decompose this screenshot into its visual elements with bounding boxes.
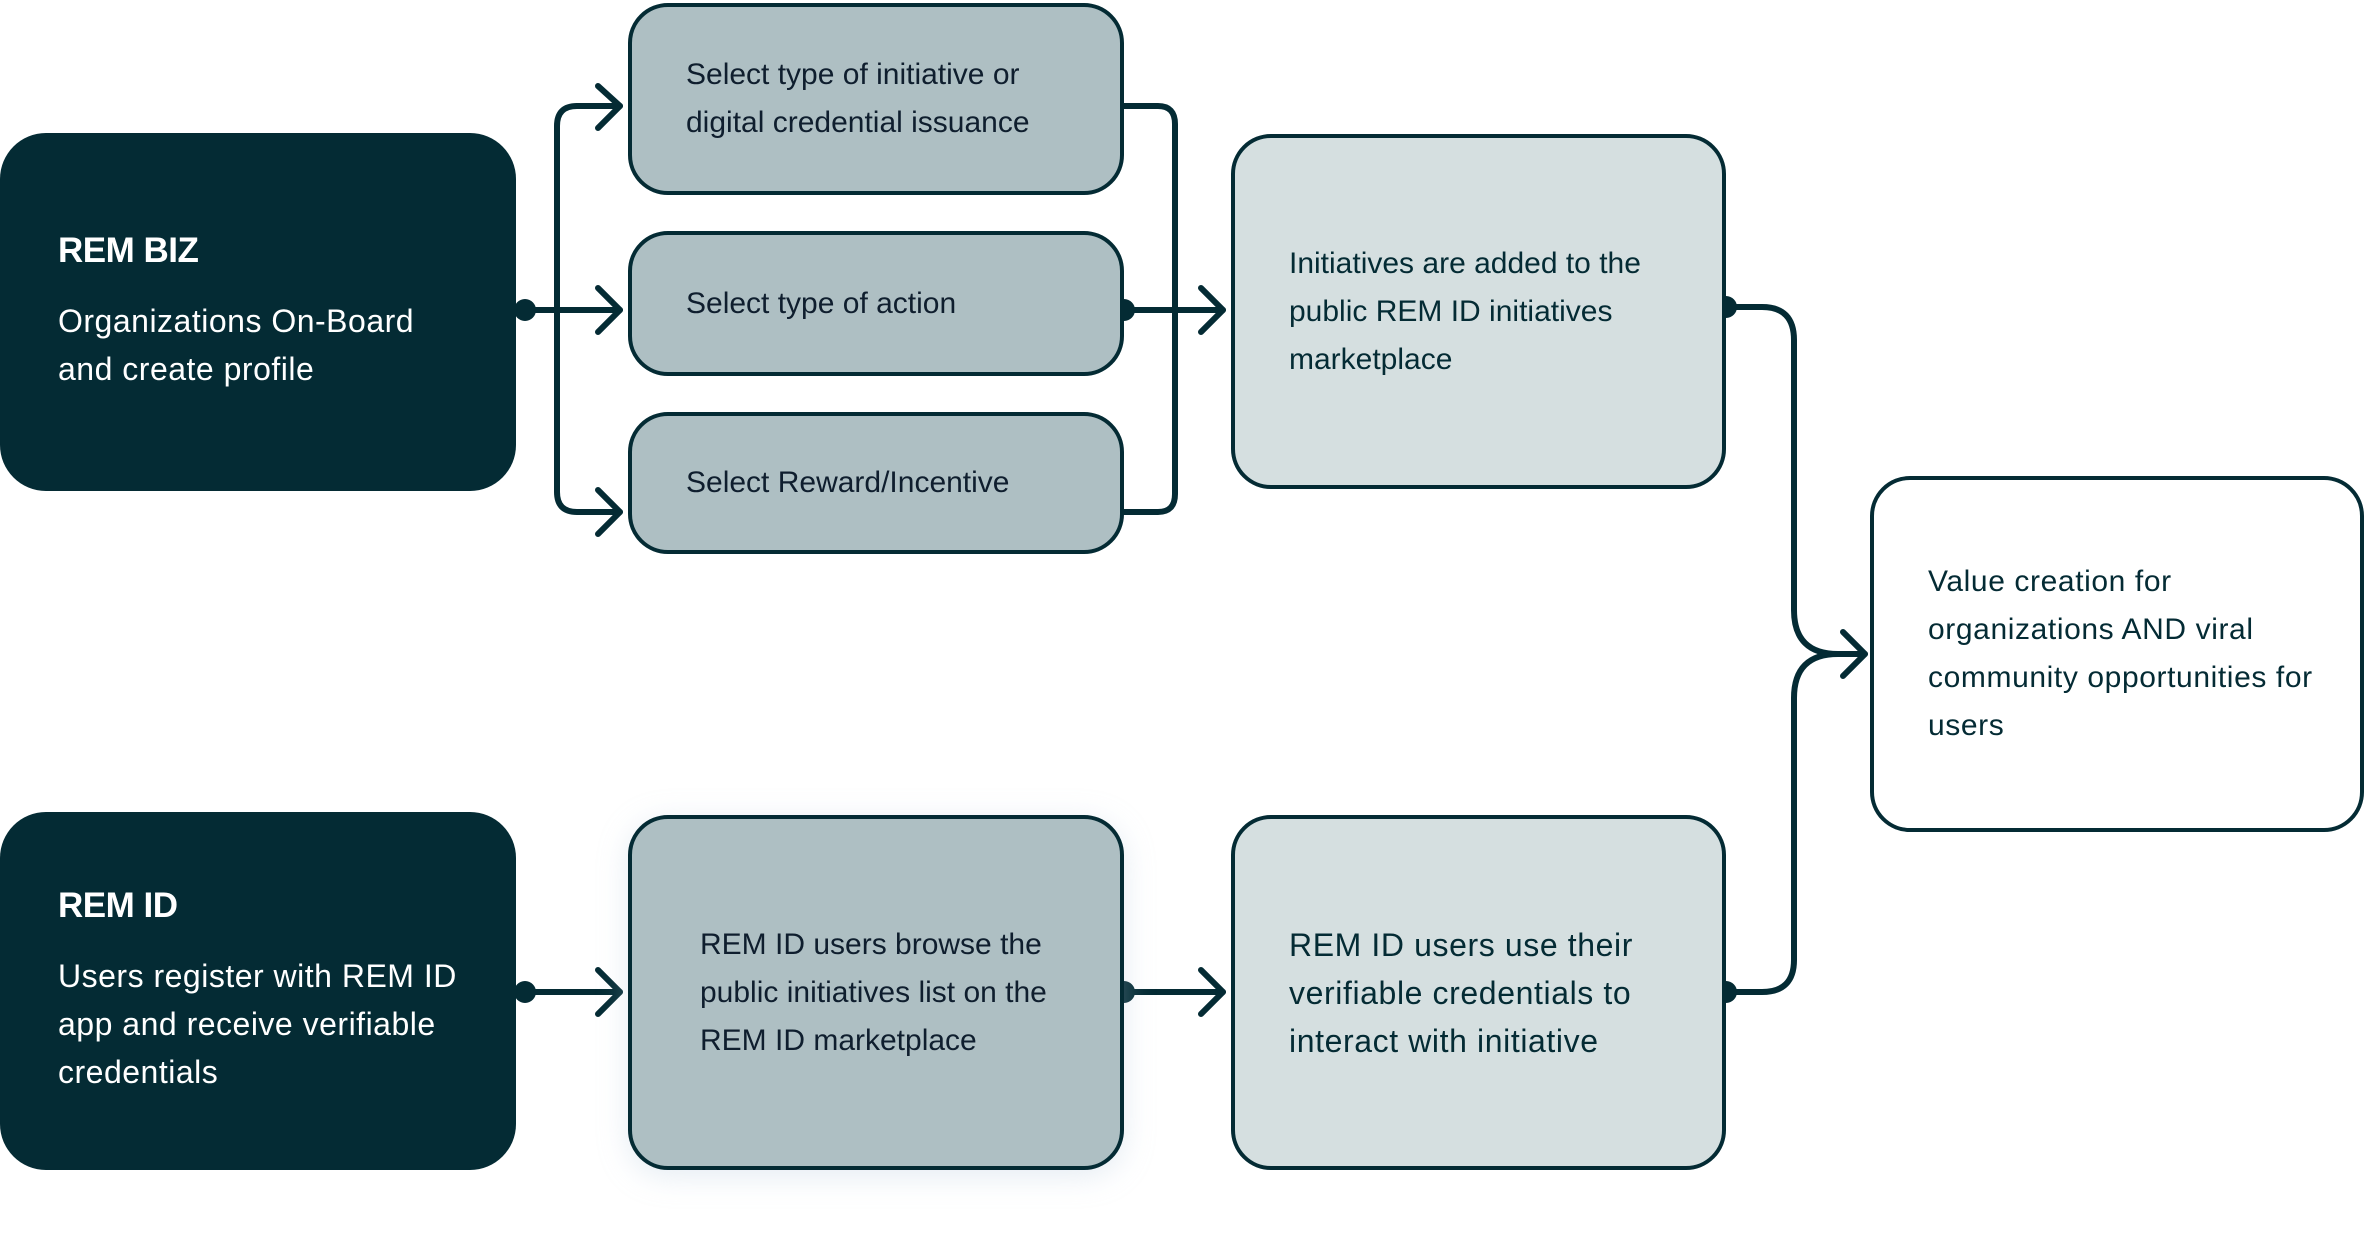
step-action-type-text: Select type of action: [686, 286, 957, 320]
rem-biz-description: Organizations On-Board and create profil…: [58, 303, 415, 387]
step-initiative-type-box: Select type of initiative or digital cre…: [628, 3, 1124, 195]
rem-id-title: REM ID: [58, 886, 178, 925]
dot-remid-out-icon: [514, 981, 536, 1003]
step-action-type-box: Select type of action: [628, 231, 1124, 376]
rem-biz-title: REM BIZ: [58, 231, 199, 270]
connector-marketplace-to-outcome: [1723, 304, 1868, 657]
arrowhead-action-icon: [595, 285, 623, 335]
arrowhead-browse-icon: [595, 967, 623, 1017]
arrowhead-marketplace-icon: [1198, 285, 1226, 335]
dot-biz-out-icon: [514, 299, 536, 321]
arrowhead-use-icon: [1198, 967, 1226, 1017]
browse-box: REM ID users browse the public initiativ…: [628, 815, 1124, 1170]
use-credentials-box: REM ID users use their verifiable creden…: [1231, 815, 1726, 1170]
rem-biz-box: REM BIZ Organizations On-Board and creat…: [0, 133, 516, 491]
connector-use-to-outcome: [1723, 651, 1841, 995]
browse-text: REM ID users browse the public initiativ…: [700, 927, 1047, 1057]
arrowhead-outcome-icon: [1840, 629, 1868, 679]
outcome-box: Value creation for organizations AND vir…: [1870, 476, 2364, 832]
step-initiative-type-text: Select type of initiative or digital cre…: [686, 58, 1030, 139]
use-credentials-text: REM ID users use their verifiable creden…: [1289, 926, 1633, 1059]
arrowhead-initiative-icon: [595, 83, 623, 131]
connector-biz-branch-vertical: [554, 103, 623, 515]
rem-id-box: REM ID Users register with REM ID app an…: [0, 812, 516, 1170]
marketplace-text: Initiatives are added to the public REM …: [1289, 246, 1641, 376]
rem-id-description: Users register with REM ID app and recei…: [58, 958, 457, 1090]
connector-steps-merge: [1121, 103, 1178, 515]
outcome-text: Value creation for organizations AND vir…: [1928, 565, 2313, 742]
arrowhead-reward-icon: [595, 487, 623, 537]
marketplace-box: Initiatives are added to the public REM …: [1231, 134, 1726, 489]
step-reward-text: Select Reward/Incentive: [686, 466, 1010, 499]
step-reward-box: Select Reward/Incentive: [628, 412, 1124, 554]
